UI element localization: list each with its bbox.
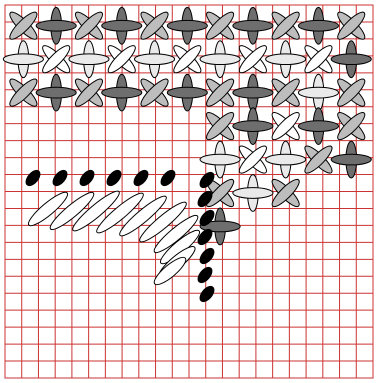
upright-cross-stitch <box>167 20 207 31</box>
upright-cross-stitch <box>233 20 273 31</box>
upright-cross-stitch <box>298 121 338 132</box>
upright-cross-stitch <box>36 20 76 31</box>
upright-cross-stitch <box>200 54 240 65</box>
upright-cross-stitch <box>36 87 76 98</box>
upright-cross-stitch <box>102 20 142 31</box>
upright-cross-stitch <box>266 154 306 165</box>
upright-cross-stitch <box>298 20 338 31</box>
upright-cross-stitch <box>167 87 207 98</box>
upright-cross-stitch <box>331 154 371 165</box>
upright-cross-stitch <box>3 54 43 65</box>
upright-cross-stitch <box>233 87 273 98</box>
upright-cross-stitch <box>200 154 240 165</box>
upright-cross-stitch <box>331 54 371 65</box>
upright-cross-stitch <box>233 188 273 199</box>
upright-cross-stitch <box>69 54 109 65</box>
upright-cross-stitch <box>134 54 174 65</box>
upright-cross-stitch <box>233 121 273 132</box>
upright-cross-stitch <box>266 54 306 65</box>
upright-cross-stitch <box>298 87 338 98</box>
upright-cross-stitch <box>102 87 142 98</box>
